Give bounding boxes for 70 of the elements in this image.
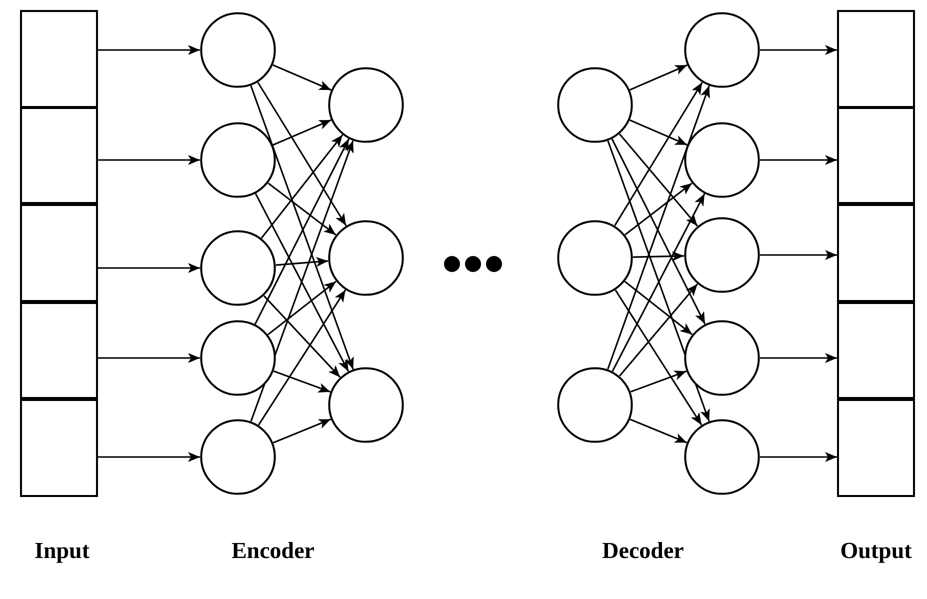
arrow bbox=[258, 290, 346, 426]
output-cell bbox=[837, 204, 915, 302]
arrow bbox=[760, 353, 837, 363]
neuron-circle bbox=[200, 419, 276, 495]
neuron-circle bbox=[684, 12, 760, 88]
arrow bbox=[250, 140, 354, 422]
arrow bbox=[630, 370, 687, 393]
neuron-circle bbox=[328, 220, 404, 296]
arrow bbox=[624, 182, 692, 236]
input-cell bbox=[20, 204, 98, 302]
arrow bbox=[607, 86, 710, 370]
arrow bbox=[273, 370, 331, 393]
output-cell bbox=[837, 10, 915, 108]
neuron-circle bbox=[684, 419, 760, 495]
layer-label: Output bbox=[840, 538, 912, 564]
arrow bbox=[632, 251, 684, 262]
arrow bbox=[760, 45, 837, 55]
neuron-circle bbox=[200, 122, 276, 198]
arrow bbox=[612, 193, 706, 372]
arrow bbox=[267, 280, 337, 336]
arrow bbox=[98, 45, 200, 55]
layer-label: Encoder bbox=[231, 538, 315, 564]
arrow bbox=[760, 452, 837, 462]
arrow bbox=[614, 82, 703, 226]
arrow bbox=[272, 418, 332, 444]
arrow bbox=[618, 133, 698, 227]
arrow bbox=[254, 138, 350, 324]
arrow bbox=[614, 290, 702, 426]
arrow bbox=[611, 138, 706, 324]
arrow bbox=[268, 182, 336, 236]
arrow bbox=[272, 119, 332, 146]
arrow bbox=[263, 295, 341, 378]
neuron-circle bbox=[557, 67, 633, 143]
neuron-circle bbox=[200, 320, 276, 396]
input-cell bbox=[20, 302, 98, 399]
arrow bbox=[618, 283, 698, 377]
output-cell bbox=[837, 302, 915, 399]
neuron-circle bbox=[684, 217, 760, 293]
neuron-circle bbox=[684, 320, 760, 396]
arrow bbox=[260, 134, 344, 239]
neuron-circle bbox=[200, 12, 276, 88]
arrow bbox=[760, 250, 837, 260]
input-cell bbox=[20, 107, 98, 204]
arrow bbox=[98, 155, 200, 165]
output-cell bbox=[837, 107, 915, 204]
layer-label: Decoder bbox=[602, 538, 684, 564]
input-cell bbox=[20, 399, 98, 497]
arrow bbox=[250, 85, 354, 370]
arrow bbox=[98, 263, 200, 273]
arrow bbox=[272, 64, 332, 91]
neuron-circle bbox=[328, 367, 404, 443]
arrow bbox=[624, 280, 693, 336]
arrow bbox=[607, 140, 710, 422]
arrow bbox=[98, 353, 200, 363]
input-cell bbox=[20, 10, 98, 108]
arrow bbox=[257, 82, 347, 226]
arrow bbox=[98, 452, 200, 462]
neuron-circle bbox=[328, 67, 404, 143]
neuron-circle bbox=[200, 230, 276, 306]
arrow bbox=[630, 64, 688, 91]
arrow bbox=[254, 193, 350, 372]
arrow bbox=[276, 256, 328, 267]
neuron-circle bbox=[557, 220, 633, 296]
neuron-circle bbox=[557, 367, 633, 443]
arrow bbox=[760, 155, 837, 165]
arrow bbox=[630, 119, 688, 146]
output-cell bbox=[837, 399, 915, 497]
layer-label: Input bbox=[34, 538, 90, 564]
neuron-circle bbox=[684, 122, 760, 198]
arrow bbox=[630, 418, 688, 444]
